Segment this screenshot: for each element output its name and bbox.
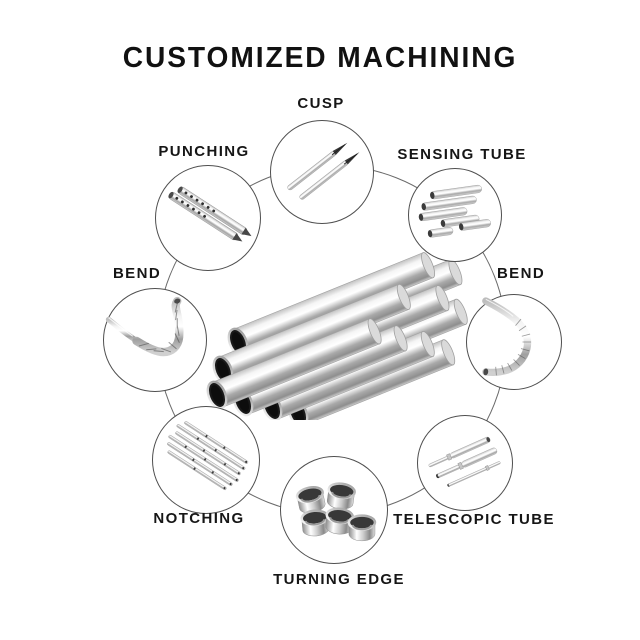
punching-icon: [168, 186, 252, 242]
turning-edge-icon: [294, 480, 377, 543]
cusp-icon: [287, 142, 360, 200]
telescopic-tube-circle: [417, 415, 513, 511]
sensing-tube-icon: [418, 184, 491, 238]
page-title: CUSTOMIZED MACHINING: [122, 42, 518, 74]
bend-left-label: BEND: [112, 265, 162, 282]
cusp-circle: [270, 120, 374, 224]
sensing-tube-label: SENSING TUBE: [397, 146, 527, 163]
bend-left-icon: [105, 296, 184, 357]
punching-label: PUNCHING: [158, 143, 250, 160]
telescopic-tube-label: TELESCOPIC TUBE: [393, 511, 555, 528]
turning-edge-label: TURNING EDGE: [273, 571, 405, 588]
telescopic-tube-icon: [428, 436, 501, 487]
cusp-label: CUSP: [297, 95, 345, 112]
bend-right-label: BEND: [496, 265, 546, 282]
notching-icon: [167, 421, 249, 491]
bend-right-icon: [482, 297, 532, 376]
tube-bundle: [203, 252, 468, 420]
bend-left-circle: [103, 288, 207, 392]
notching-label: NOTCHING: [153, 510, 245, 527]
notching-circle: [152, 406, 260, 514]
bend-right-circle: [466, 294, 562, 390]
sensing-tube-circle: [408, 168, 502, 262]
turning-edge-circle: [280, 456, 388, 564]
punching-circle: [155, 165, 261, 271]
steel-tube-bundle-image: [203, 252, 468, 420]
